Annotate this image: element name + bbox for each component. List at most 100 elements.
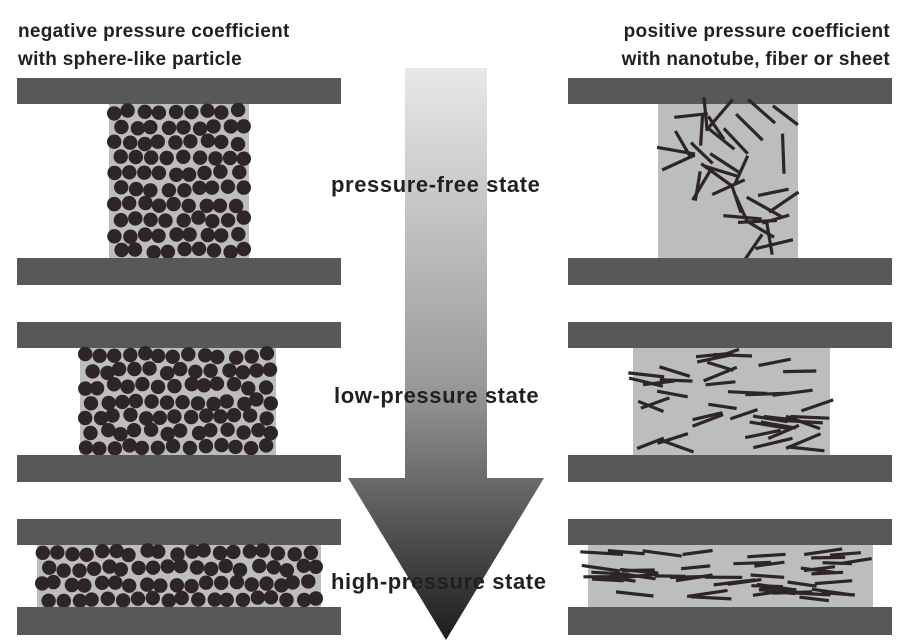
particle <box>192 121 208 136</box>
particle <box>56 593 71 609</box>
particle <box>189 560 205 575</box>
fiber <box>580 550 624 556</box>
particle <box>223 119 239 134</box>
right-sample-free <box>568 78 892 285</box>
particle <box>137 227 153 242</box>
particle <box>107 348 122 363</box>
particle <box>274 578 289 593</box>
particle <box>259 576 274 591</box>
fiber <box>591 577 624 583</box>
particle <box>166 196 181 212</box>
particle <box>188 364 203 379</box>
particle <box>145 590 160 606</box>
particle <box>151 228 166 243</box>
particle <box>120 379 135 394</box>
fiber <box>787 580 817 588</box>
particle <box>176 120 191 135</box>
fiber <box>761 213 790 225</box>
fiber <box>674 112 708 119</box>
fiber <box>750 573 785 579</box>
particle <box>191 210 206 225</box>
fiber <box>723 214 762 221</box>
fiber <box>733 155 750 185</box>
particle <box>113 427 128 442</box>
particle <box>167 378 182 394</box>
particle <box>183 134 198 149</box>
pressure-arrow <box>348 68 544 640</box>
particle <box>93 411 109 426</box>
particle <box>223 244 238 260</box>
particle <box>236 119 251 134</box>
particle <box>107 441 123 456</box>
particle <box>120 103 135 118</box>
top-plate <box>568 519 892 545</box>
particle <box>176 213 191 228</box>
particle <box>135 376 150 392</box>
fiber <box>656 389 688 399</box>
particle <box>173 361 188 377</box>
particle <box>150 348 166 364</box>
fiber <box>799 595 830 603</box>
particle-group <box>35 543 323 609</box>
fiber <box>821 590 855 597</box>
fiber <box>690 595 732 601</box>
particle <box>50 545 65 560</box>
particle <box>107 134 122 149</box>
fiber <box>609 574 650 578</box>
particle <box>236 151 251 166</box>
particle <box>263 425 278 441</box>
fiber <box>829 551 862 557</box>
particle <box>143 422 159 437</box>
particle <box>219 592 234 607</box>
fiber <box>696 353 734 364</box>
fiber <box>752 414 788 424</box>
particle <box>114 180 129 195</box>
fiber <box>786 419 823 425</box>
top-plate <box>568 322 892 348</box>
particle <box>168 135 183 150</box>
fiber <box>752 436 793 450</box>
particle <box>213 164 228 179</box>
particle <box>115 593 131 608</box>
particle <box>102 559 117 574</box>
fiber <box>722 127 749 155</box>
particle <box>222 363 237 378</box>
particle <box>230 137 246 152</box>
particle <box>42 560 57 575</box>
particle <box>107 165 122 181</box>
particle <box>203 363 218 378</box>
particle <box>173 558 188 574</box>
particle <box>137 136 153 152</box>
particle <box>143 120 158 135</box>
fiber <box>764 220 774 255</box>
fiber <box>729 408 759 421</box>
particle <box>191 425 207 441</box>
particle <box>153 578 168 593</box>
particle <box>207 592 222 607</box>
state-label-high-pressure: high-pressure state <box>331 569 547 594</box>
right-sample-low <box>568 322 892 482</box>
fiber <box>727 578 762 586</box>
particle <box>182 227 197 242</box>
fiber <box>709 152 742 175</box>
particle <box>184 578 199 594</box>
particle <box>259 438 274 453</box>
particle <box>160 244 176 259</box>
particle <box>185 544 200 559</box>
fiber <box>680 564 711 571</box>
fiber <box>780 133 786 174</box>
particle <box>184 105 199 120</box>
particle <box>100 365 115 381</box>
fiber <box>689 141 714 165</box>
fiber-group <box>580 547 872 603</box>
particle <box>150 134 165 149</box>
particle-group <box>107 102 251 260</box>
particle <box>192 150 208 165</box>
fiber <box>758 357 792 368</box>
particle <box>209 376 225 391</box>
particle <box>152 410 167 425</box>
particle <box>214 437 229 453</box>
particle <box>236 241 251 257</box>
particle <box>169 167 184 182</box>
left-heading-line2: with sphere-like particle <box>18 49 242 70</box>
